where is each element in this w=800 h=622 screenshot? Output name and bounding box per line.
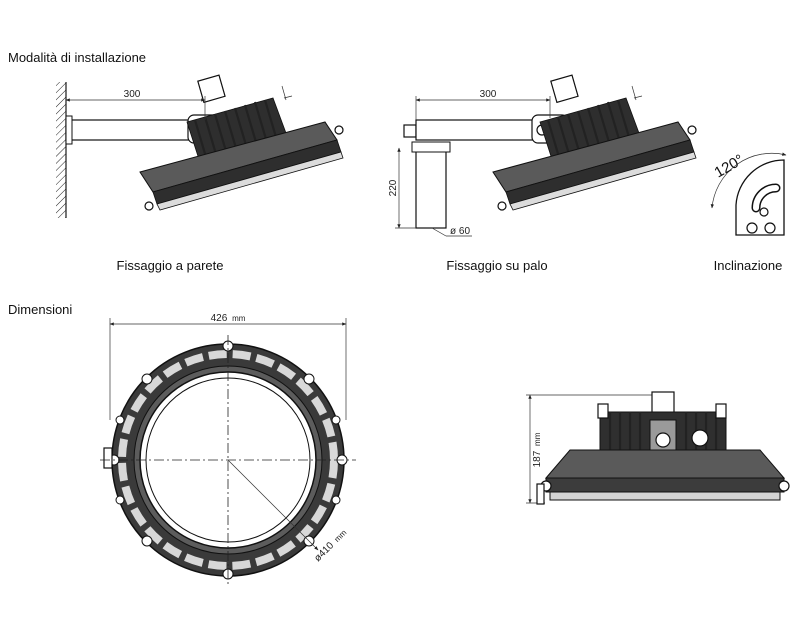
installation-section-title: Modalità di installazione (8, 50, 146, 65)
top-view-drawing: 426 mm ø410 mm (100, 313, 356, 585)
side-housing (544, 449, 786, 479)
tilt-caption: Inclinazione (714, 258, 783, 273)
tilt-pivot (759, 207, 769, 217)
top-inner-diameter-value: ø410 (312, 540, 336, 564)
dimensions-section-title: Dimensioni (8, 302, 72, 317)
pole-mount-caption: Fissaggio su palo (446, 258, 547, 273)
pole-arm (415, 119, 547, 141)
pole-height-label: 220 (388, 179, 399, 196)
pole-arm-length-label: 300 (480, 89, 497, 100)
svg-text:187 mm: 187 mm (532, 432, 543, 467)
wall-luminaire (138, 74, 345, 212)
pole-mount-drawing: 300 220 ø 60 Fissaggio su palo (388, 74, 698, 273)
pole-luminaire (491, 74, 698, 212)
top-outer-diameter-unit: mm (232, 314, 246, 323)
tilt-detail-drawing: 120° Inclinazione (710, 151, 787, 273)
wall-arm (65, 119, 207, 141)
pole (415, 147, 447, 229)
svg-text:426 mm: 426 mm (211, 313, 246, 324)
tilt-angle-label: 120° (712, 151, 747, 181)
side-view-drawing: 187 mm (526, 391, 790, 505)
wall-arm-length-label: 300 (124, 89, 141, 100)
pole-diameter-label: ø 60 (450, 226, 470, 237)
wall-mount-caption: Fissaggio a parete (117, 258, 224, 273)
wall-hatch (56, 82, 66, 218)
top-outer-diameter-value: 426 (211, 313, 228, 324)
side-height-value: 187 (532, 450, 543, 467)
side-height-unit: mm (533, 432, 542, 446)
top-inner-diameter-unit: mm (333, 528, 349, 544)
wall-mount-drawing: 300 Fissaggio a parete (56, 74, 345, 273)
